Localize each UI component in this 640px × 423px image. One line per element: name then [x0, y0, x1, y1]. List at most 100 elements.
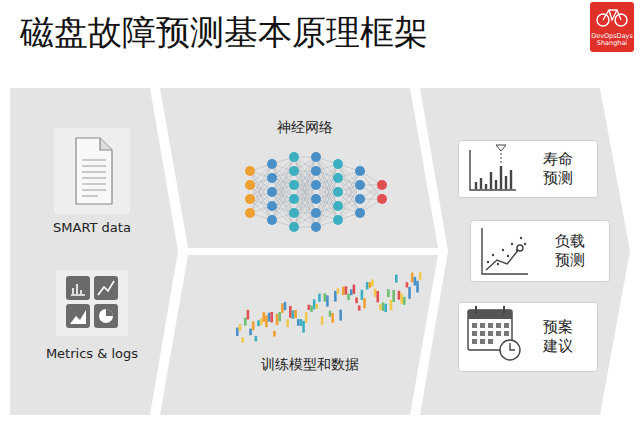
data-bar — [334, 291, 337, 302]
metrics-icon-grid-part — [94, 276, 118, 300]
data-bar — [255, 336, 258, 341]
data-bar — [326, 295, 329, 306]
data-bar — [286, 319, 289, 327]
data-bar — [392, 290, 395, 302]
data-bar — [300, 319, 303, 326]
load-chart-icon-part-part — [520, 237, 522, 239]
data-bar — [371, 279, 374, 286]
title-holder: 磁盘故障预测基本原理框架 — [20, 10, 428, 54]
smart-document-icon-part — [82, 160, 106, 196]
data-bar — [350, 289, 353, 295]
calendar-cell — [496, 323, 501, 328]
data-bar — [247, 310, 250, 320]
network-neuron — [289, 208, 299, 218]
data-bar — [414, 277, 417, 286]
data-bar — [239, 324, 242, 331]
output-box: 预案 建议 — [458, 302, 598, 372]
calendar-cell — [480, 331, 485, 336]
network-neuron — [355, 166, 365, 176]
metrics-icon-grid-part — [94, 304, 118, 328]
calendar-cell — [480, 323, 485, 328]
calendar-cell — [488, 331, 493, 336]
box-outline — [459, 141, 598, 198]
network-neuron — [267, 201, 277, 211]
data-bar — [361, 290, 364, 300]
network-neuron — [311, 222, 321, 232]
data-bar — [390, 300, 393, 311]
data-bar — [400, 293, 403, 303]
data-bar — [268, 313, 271, 322]
load-chart-icon-part — [517, 245, 523, 251]
data-bar — [353, 285, 356, 294]
metrics-icon-grid-part — [106, 309, 113, 316]
data-bar — [355, 297, 358, 303]
logo-badge-part — [603, 10, 621, 20]
data-bar — [305, 312, 308, 322]
data-bar — [323, 293, 326, 301]
load-chart-icon-part-part — [507, 255, 509, 257]
data-bar — [281, 303, 284, 313]
load-chart-icon-part-part — [487, 261, 489, 263]
metrics-icon-grid-part — [71, 284, 85, 295]
node-text: 负载 预测 — [550, 232, 590, 271]
network-neuron — [333, 159, 343, 169]
chevron-outline — [160, 255, 438, 415]
data-bar — [342, 287, 345, 295]
network-neuron — [333, 215, 343, 225]
load-chart-icon-part-part — [497, 263, 499, 265]
node-shape — [160, 255, 438, 415]
data-bar — [244, 318, 247, 326]
logo-badge-part — [590, 2, 634, 52]
network-neuron — [355, 194, 365, 204]
metrics-icon-grid-part — [66, 304, 90, 328]
network-neuron — [289, 152, 299, 162]
calendar-grid — [472, 323, 509, 344]
calendar-icon-part — [468, 310, 512, 319]
network-neuron — [245, 194, 255, 204]
chevron-outline — [10, 88, 178, 415]
data-bar — [376, 291, 379, 302]
network-neuron — [267, 159, 277, 169]
metrics-icon-grid-part — [98, 281, 114, 295]
data-bar — [302, 321, 305, 333]
output-box: 寿命 预测 — [458, 140, 598, 198]
network-neuron — [377, 194, 387, 204]
calendar-cell — [472, 339, 477, 344]
model-panel: 神经网络 — [160, 88, 438, 248]
data-bar — [249, 329, 252, 336]
calendar-icon-part — [510, 343, 515, 350]
smart-document-icon-part — [76, 138, 112, 204]
node-text: 神经网络 — [220, 118, 390, 136]
network-neuron — [333, 187, 343, 197]
data-bar — [321, 316, 324, 324]
data-bar — [316, 304, 319, 309]
data-bar — [366, 282, 369, 290]
calendar-cell — [504, 323, 509, 328]
data-bar — [252, 321, 255, 330]
data-bar — [411, 273, 414, 283]
metrics-icon-grid-part — [70, 310, 86, 324]
output-chevron — [420, 88, 630, 415]
data-bar — [289, 306, 292, 318]
chevron-outline — [160, 88, 438, 248]
data-bar — [263, 312, 266, 322]
metrics-icon-grid-part — [66, 276, 90, 300]
data-bar — [379, 304, 382, 310]
node-text: SMART data — [22, 220, 162, 237]
data-bar — [294, 310, 297, 318]
node-text: Metrics & logs — [22, 346, 162, 363]
logo-badge — [590, 2, 634, 52]
box-outline — [459, 303, 598, 372]
data-bar — [236, 328, 239, 336]
network-neuron — [245, 166, 255, 176]
data-bar — [363, 298, 366, 308]
data-bar — [345, 286, 348, 294]
network-neuron — [267, 187, 277, 197]
calendar-icon-part — [500, 340, 520, 360]
data-bar — [241, 337, 244, 343]
data-bar — [382, 302, 385, 310]
calendar-cell — [480, 339, 485, 344]
network-neuron — [377, 180, 387, 190]
